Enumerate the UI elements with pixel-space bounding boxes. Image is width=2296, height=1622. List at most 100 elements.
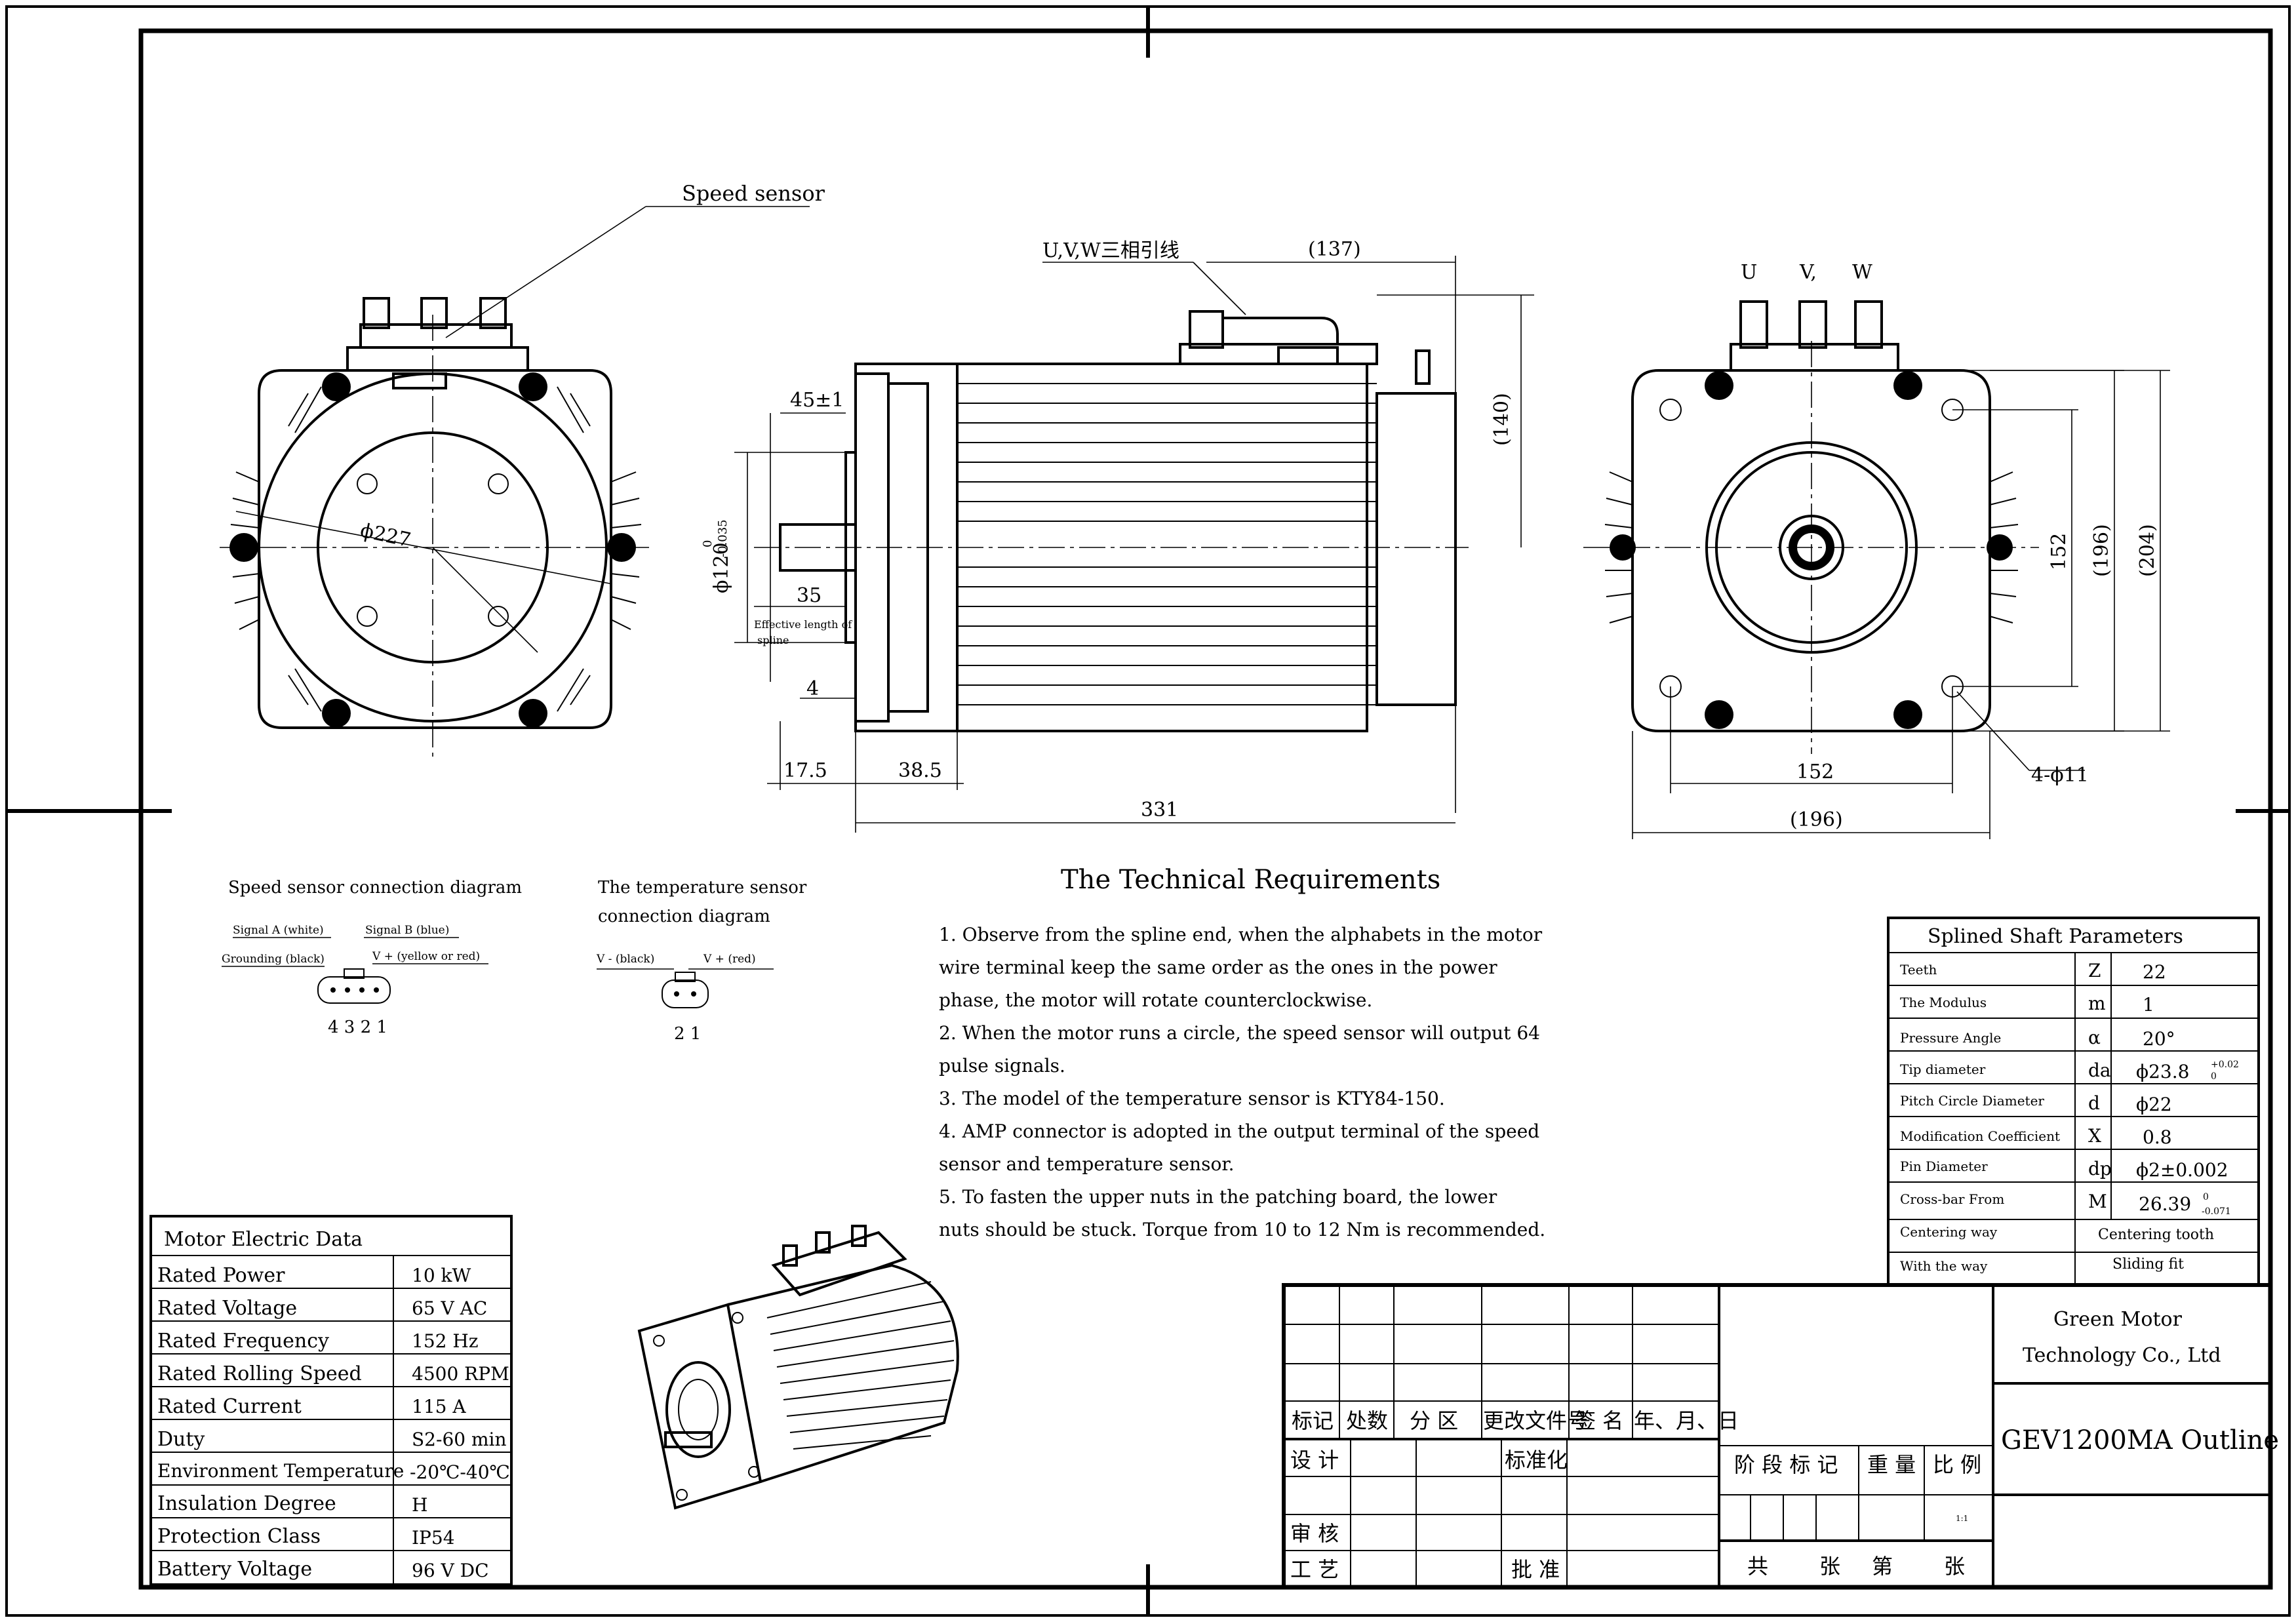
electric-row-name: Rated Rolling Speed [157, 1362, 362, 1385]
electric-row-value: 115 A [412, 1396, 466, 1417]
electric-row-name: Rated Power [157, 1264, 285, 1287]
shaft-row-sub: 0 [2211, 1071, 2217, 1082]
shaft-row-name: Centering way [1900, 1224, 1998, 1240]
scale-value: 1:1 [1956, 1514, 1968, 1523]
signal-a-label: Signal A (white) [233, 924, 324, 937]
rev-header-zone: 分 区 [1410, 1408, 1458, 1433]
end-view: U V, W 152 (196) (204) 152 (196) 4-ϕ11 [1583, 261, 2170, 839]
shaft-row-value: ϕ2±0.002 [2136, 1159, 2228, 1181]
shaft-row-name: Tip diameter [1900, 1061, 1986, 1077]
dim-17-5: 17.5 [783, 759, 827, 782]
shaft-row-symbol: M [2088, 1191, 2107, 1212]
shaft-row-name: With the way [1900, 1258, 1988, 1274]
rev-header-doc: 更改文件号 [1483, 1408, 1588, 1433]
speed-sensor-label: Speed sensor [682, 181, 825, 206]
dim-phi120-tol-lower: -0.035 [716, 519, 730, 557]
vminus-temp-label: V - (black) [596, 953, 654, 966]
requirements-title: The Technical Requirements [1061, 865, 1440, 895]
shaft-row-value: Centering tooth [2098, 1227, 2214, 1243]
electric-row-value: 10 kW [412, 1265, 471, 1286]
electric-data-title: Motor Electric Data [164, 1228, 363, 1251]
req-line-2: wire terminal keep the same order as the… [939, 957, 1497, 978]
front-fins [230, 386, 642, 712]
effective-length-line2: spline [757, 634, 789, 646]
temp-sensor-diagram: The temperature sensor connection diagra… [596, 878, 807, 1044]
electric-row-name: Duty [157, 1428, 205, 1451]
dim-phi120-tol-upper: 0 [701, 540, 715, 547]
shaft-row-name: The Modulus [1900, 995, 1987, 1010]
electric-row-value: H [412, 1494, 427, 1516]
shaft-row-symbol: X [2088, 1125, 2101, 1147]
vplus-temp-label: V + (red) [703, 953, 756, 966]
sheet-index-suffix: 张 [1944, 1554, 1965, 1579]
electric-row-name: Rated Current [157, 1395, 302, 1418]
dim-331: 331 [1141, 799, 1178, 821]
shaft-row-sub: -0.071 [2202, 1206, 2231, 1217]
sheet-total-prefix: 共 [1747, 1554, 1768, 1579]
req-line-10: nuts should be stuck. Torque from 10 to … [939, 1219, 1545, 1240]
shaft-params-table: Splined Shaft Parameters Teeth Z 22 The … [1887, 917, 2260, 1286]
company-line1: Green Motor [2053, 1308, 2183, 1331]
uvw-label: U,V,W三相引线 [1042, 239, 1179, 262]
temp-sensor-title-line1: The temperature sensor [598, 878, 807, 898]
req-line-6: 3. The model of the temperature sensor i… [939, 1088, 1445, 1109]
dim-152-horizontal: 152 [1796, 761, 1834, 783]
dim-38-5: 38.5 [898, 759, 942, 782]
electric-row-value: -20℃-40℃ [410, 1461, 510, 1483]
dim-4: 4 [806, 677, 819, 700]
technical-requirements: The Technical Requirements 1. Observe fr… [939, 865, 1545, 1240]
weight-label: 重 量 [1867, 1452, 1916, 1477]
approve-label: 批 准 [1511, 1557, 1560, 1582]
dim-140: (140) [1490, 393, 1513, 446]
grounding-label: Grounding (black) [222, 953, 325, 966]
electric-row-name: Rated Voltage [157, 1297, 297, 1320]
electric-row-value: 4500 RPM [412, 1363, 509, 1385]
rev-header-sign: 签 名 [1575, 1408, 1623, 1433]
shaft-row-value: 22 [2143, 961, 2166, 983]
req-line-1: 1. Observe from the spline end, when the… [939, 924, 1543, 945]
process-label: 工 艺 [1290, 1557, 1339, 1582]
side-view: U,V,W三相引线 (137) (140) 45±1 ϕ120 0 -0.035… [701, 238, 1534, 833]
scale-label: 比 例 [1933, 1452, 1981, 1477]
dim-phi120: ϕ120 [710, 542, 733, 593]
electric-row-name: Protection Class [157, 1525, 321, 1548]
shaft-row-value: 20° [2143, 1028, 2175, 1050]
shaft-row-name: Teeth [1900, 962, 1937, 978]
speed-sensor-pins: 4 3 2 1 [328, 1018, 387, 1037]
req-line-5: pulse signals. [939, 1055, 1065, 1077]
shaft-row-value: 26.39 [2139, 1193, 2191, 1215]
iso-fins [766, 1281, 955, 1450]
design-label: 设 计 [1290, 1448, 1339, 1473]
shaft-row-name: Pin Diameter [1900, 1158, 1988, 1174]
shaft-row-symbol: d [2088, 1092, 2100, 1114]
dim-196-vertical: (196) [2090, 524, 2113, 577]
electric-row-name: Rated Frequency [157, 1330, 329, 1353]
shaft-row-value: ϕ23.8 [2136, 1061, 2189, 1082]
rev-header-date: 年、月、日 [1634, 1408, 1739, 1433]
shaft-row-symbol: dp [2088, 1158, 2112, 1179]
dim-196-horizontal: (196) [1790, 808, 1843, 831]
vplus-speed-label: V + (yellow or red) [372, 950, 480, 963]
shaft-row-value: 1 [2143, 994, 2154, 1016]
dim-204-vertical: (204) [2136, 524, 2159, 577]
front-view: ϕ227 Speed sensor [220, 181, 825, 761]
shaft-row-sup: 0 [2203, 1192, 2209, 1202]
electric-row-value: S2-60 min [412, 1429, 507, 1450]
shaft-row-symbol: α [2088, 1027, 2101, 1048]
req-line-8: sensor and temperature sensor. [939, 1153, 1235, 1175]
standardize-label: 标准化 [1505, 1448, 1568, 1473]
shaft-row-name: Modification Coefficient [1900, 1128, 2060, 1144]
req-line-7: 4. AMP connector is adopted in the outpu… [939, 1120, 1539, 1142]
shaft-row-name: Cross-bar From [1900, 1191, 2004, 1207]
electric-row-name: Insulation Degree [157, 1492, 336, 1515]
sheet-index-prefix: 第 [1872, 1554, 1893, 1579]
end-fins [1604, 471, 2019, 623]
shaft-row-symbol: Z [2088, 960, 2101, 981]
effective-length-line1: Effective length of [754, 618, 852, 631]
shaft-params-title: Splined Shaft Parameters [1928, 925, 2183, 948]
check-label: 审 核 [1290, 1521, 1339, 1546]
side-fins [957, 383, 1377, 705]
electric-data-table: Motor Electric Data Rated Power 10 kW Ra… [149, 1215, 513, 1586]
shaft-row-symbol: m [2088, 993, 2106, 1014]
